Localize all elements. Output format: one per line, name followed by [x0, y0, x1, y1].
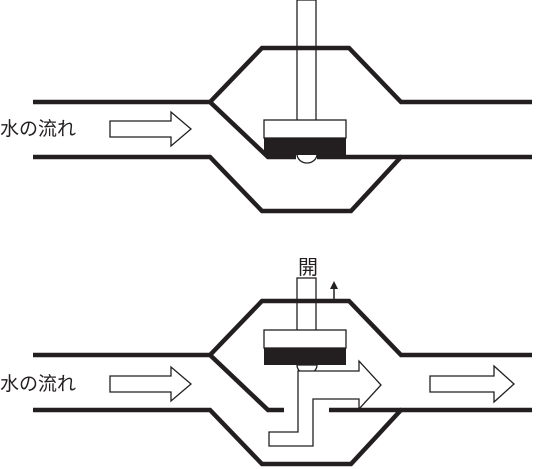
up-arrow-icon	[330, 281, 338, 300]
closed-valve-disc	[263, 119, 347, 139]
open-bent-flow-arrow-icon	[268, 359, 382, 447]
open-pipe-upper-wall	[33, 298, 532, 358]
open-state-label: 開	[298, 255, 318, 279]
open-outlet-arrow-icon	[429, 364, 515, 404]
open-valve-seat	[208, 353, 284, 413]
open-valve-stem	[296, 277, 317, 334]
open-valve-seal	[264, 348, 346, 365]
closed-pipe-upper-wall	[33, 45, 532, 105]
open-valve: 開 水の流れ	[0, 255, 532, 467]
closed-valve-plug-tip	[296, 153, 318, 164]
open-pipe-lower-wall	[33, 407, 532, 467]
closed-flow-label: 水の流れ	[0, 118, 76, 140]
closed-valve-stem	[296, 0, 317, 124]
open-flow-label: 水の流れ	[0, 373, 76, 395]
closed-valve-seal	[264, 138, 346, 155]
closed-flow-arrow-icon	[109, 110, 193, 148]
open-flow-arrow-icon	[109, 365, 193, 403]
closed-valve: 閉 水の流れ	[0, 0, 532, 214]
closed-pipe-lower-wall	[33, 154, 532, 214]
closed-valve-seat	[208, 100, 296, 160]
open-valve-disc	[263, 329, 347, 349]
